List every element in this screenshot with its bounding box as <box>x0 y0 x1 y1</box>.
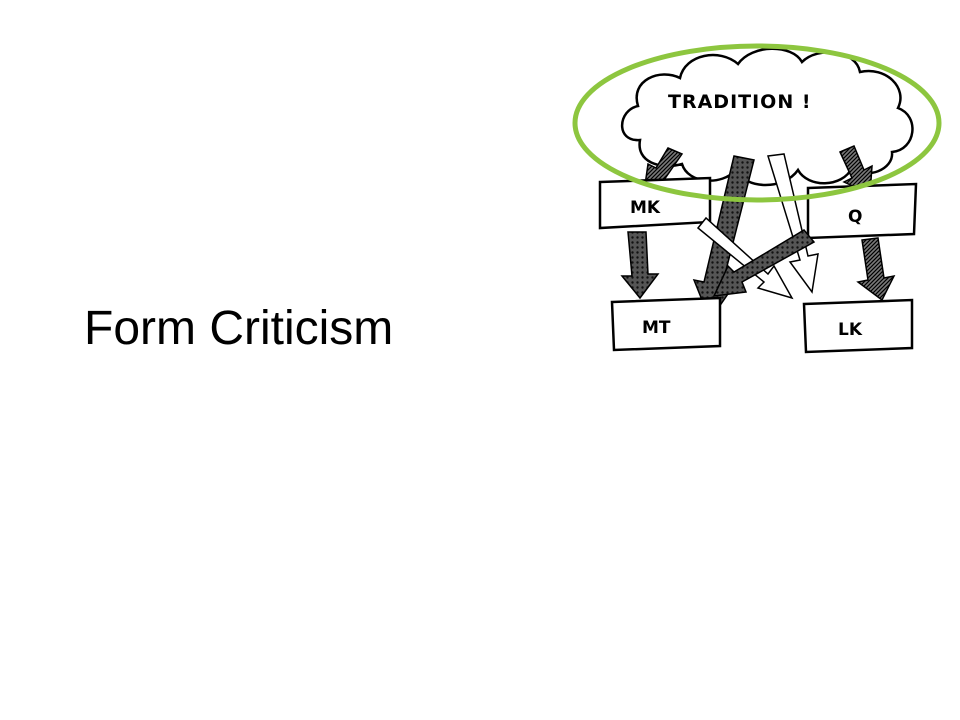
tradition-label: TRADITION ! <box>668 91 812 113</box>
slide-title: Form Criticism <box>84 302 394 355</box>
arrow-mk-to-mt <box>620 231 660 300</box>
arrow-q-to-mt <box>712 229 816 297</box>
arrow-mk-to-lk <box>696 216 794 300</box>
box-lk: LK <box>802 298 914 354</box>
synoptic-diagram: TRADITION ! MK <box>560 30 960 370</box>
highlight-ellipse <box>572 43 942 203</box>
box-q: Q <box>806 182 918 240</box>
mt-label: MT <box>642 318 671 338</box>
arrow-tradition-to-q <box>838 145 873 196</box>
tradition-cloud: TRADITION ! <box>621 47 914 187</box>
q-label: Q <box>848 207 862 227</box>
arrow-tradition-to-lk <box>767 153 819 294</box>
arrow-q-to-lk <box>856 237 896 302</box>
box-mt: MT <box>610 296 722 352</box>
mk-label: MK <box>630 198 661 218</box>
lk-label: LK <box>838 320 863 340</box>
